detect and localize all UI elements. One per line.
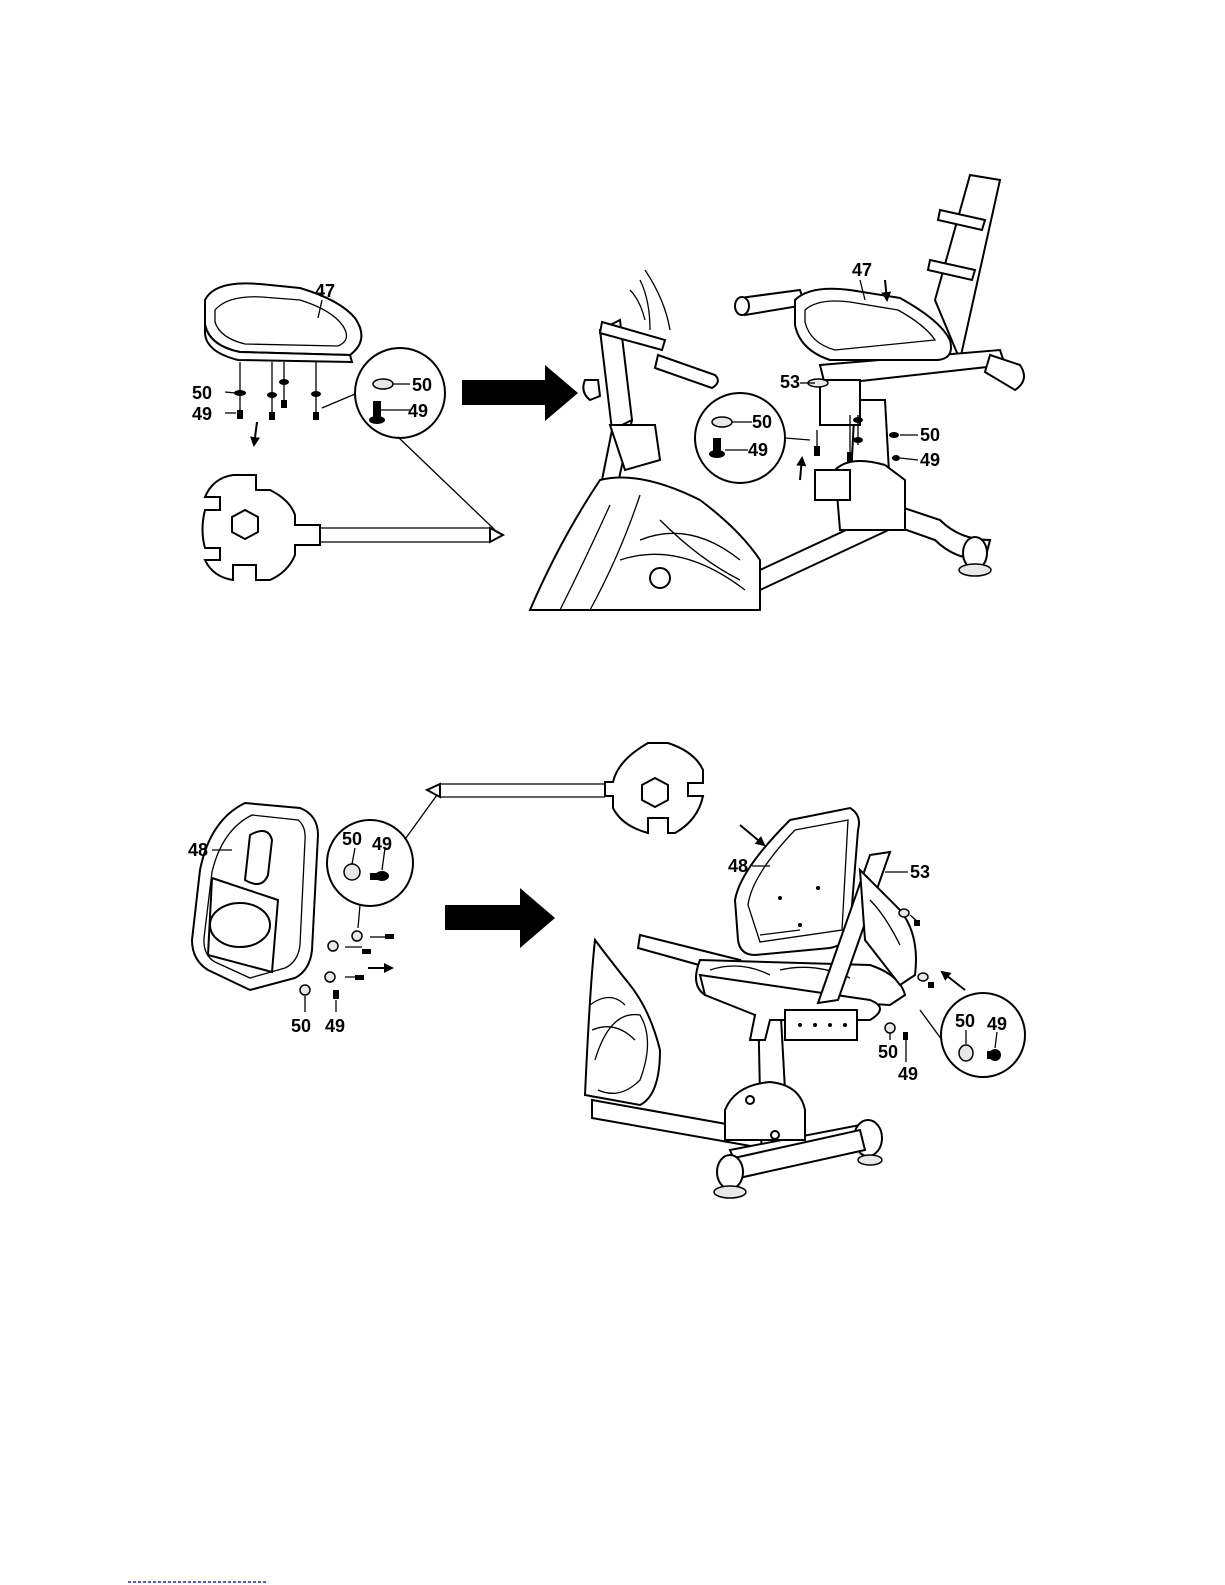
callout-label-50-step2: 50 bbox=[342, 829, 362, 849]
hex-tool bbox=[203, 437, 504, 580]
callout-hardware-step1-left: 50 49 bbox=[355, 348, 445, 438]
step1-bike-assembled: 47 53 50 49 50 49 bbox=[530, 175, 1024, 610]
step2-bike-assembled: 48 53 50 49 50 49 bbox=[585, 808, 1025, 1198]
hex-tool-2 bbox=[390, 743, 703, 860]
callout-label-50-right: 50 bbox=[752, 412, 772, 432]
callout-label-50-step2-right: 50 bbox=[955, 1011, 975, 1031]
callout-hardware-step2-right: 50 49 bbox=[941, 993, 1025, 1077]
label-bolt-49-assembled: 49 bbox=[920, 450, 940, 470]
callout-label-49: 49 bbox=[408, 401, 428, 421]
arrow-right-step1 bbox=[462, 365, 578, 421]
callout-label-49-step2-right: 49 bbox=[987, 1014, 1007, 1034]
label-washer-50-step2-assembled: 50 bbox=[878, 1042, 898, 1062]
callout-label-49-right: 49 bbox=[748, 440, 768, 460]
callout-label-49-step2: 49 bbox=[372, 834, 392, 854]
label-washer-50-step2: 50 bbox=[291, 1016, 311, 1036]
label-bracket-53-step2: 53 bbox=[910, 862, 930, 882]
callout-hardware-step1-right: 50 49 bbox=[695, 393, 785, 483]
step1-seat-exploded: 47 50 49 50 49 bbox=[192, 281, 503, 580]
label-backrest-48-assembled: 48 bbox=[728, 856, 748, 876]
callout-hardware-step2-left: 50 49 bbox=[327, 820, 413, 906]
label-bolt-49-step2-assembled: 49 bbox=[898, 1064, 918, 1084]
arrow-right-step2 bbox=[445, 888, 555, 948]
seat-bolts bbox=[234, 362, 321, 420]
label-bolt-49: 49 bbox=[192, 404, 212, 424]
label-seat-47-assembled: 47 bbox=[852, 260, 872, 280]
callout-label-50: 50 bbox=[412, 375, 432, 395]
label-seat-47: 47 bbox=[315, 281, 335, 301]
label-washer-50: 50 bbox=[192, 383, 212, 403]
label-washer-50-assembled: 50 bbox=[920, 425, 940, 445]
label-backrest-48: 48 bbox=[188, 840, 208, 860]
label-bolt-49-step2: 49 bbox=[325, 1016, 345, 1036]
label-bracket-53: 53 bbox=[780, 372, 800, 392]
